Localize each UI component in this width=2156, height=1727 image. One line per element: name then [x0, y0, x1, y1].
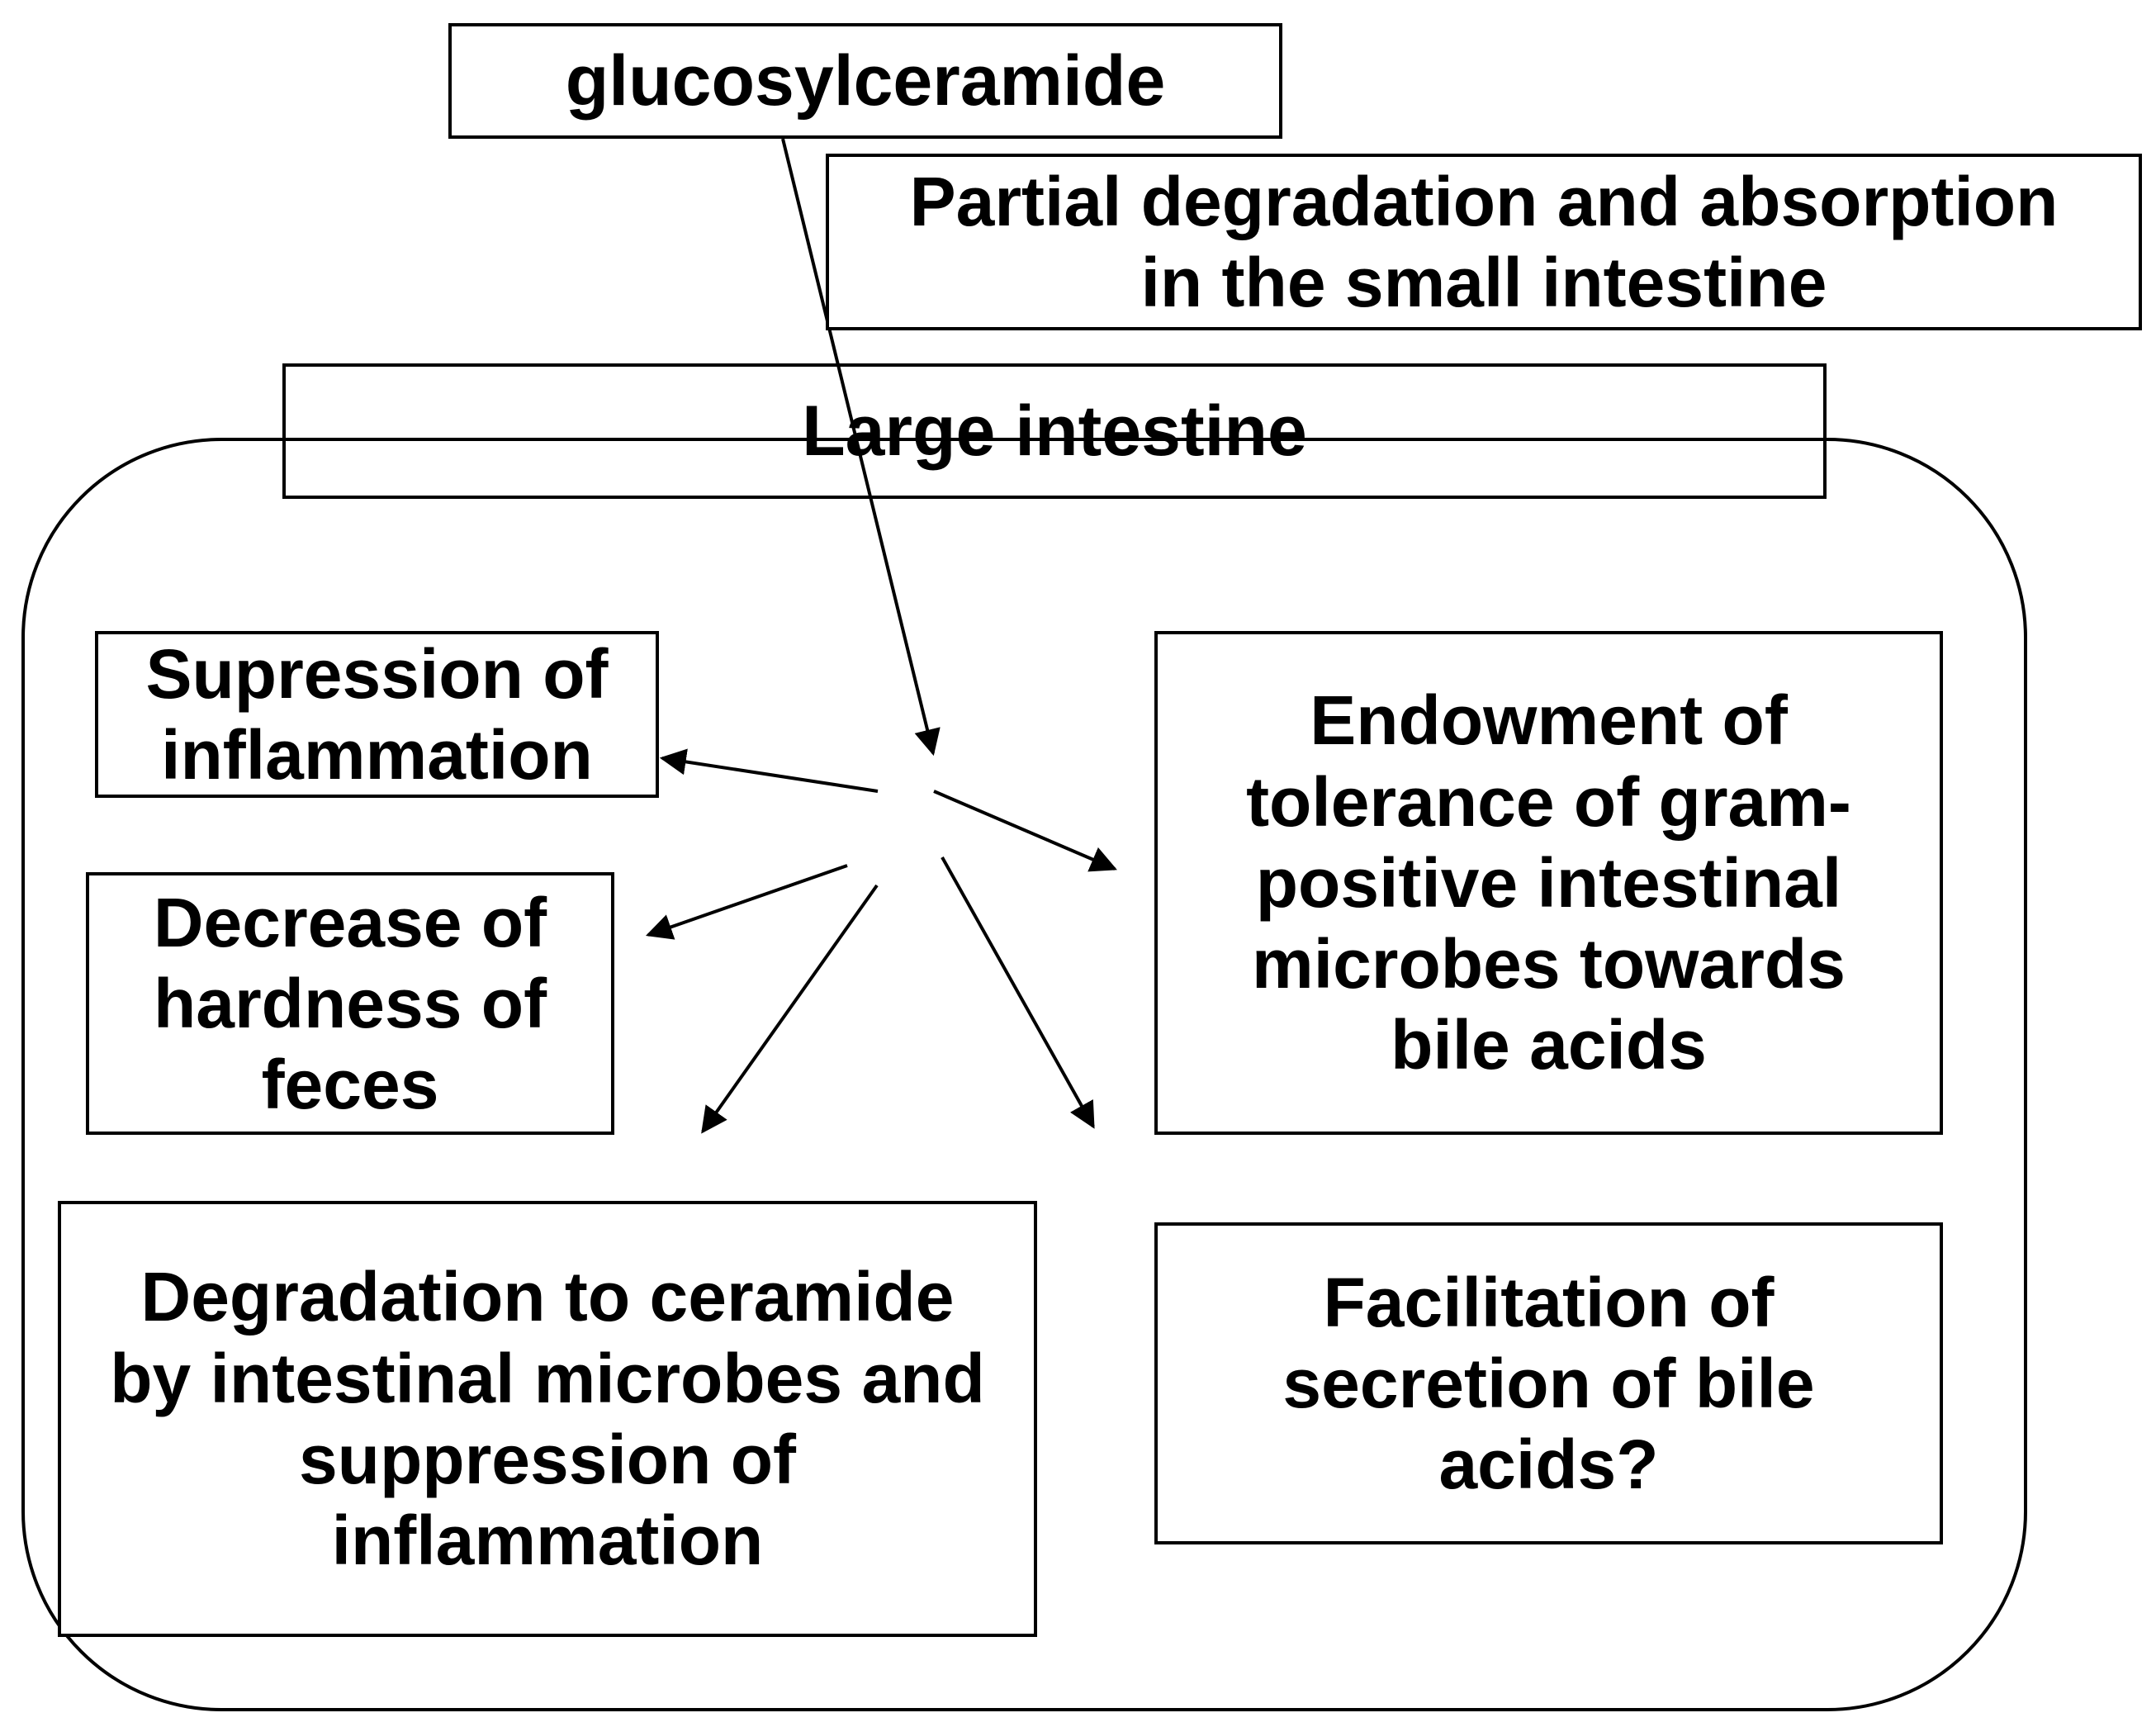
node-small-intestine-label: Partial degradation and absorption in th… — [909, 162, 2059, 321]
node-large-intestine: Large intestine — [282, 363, 1827, 499]
large-intestine-container — [21, 438, 2027, 1711]
node-degradation-to-ceramide: Degradation to ceramide by intestinal mi… — [58, 1201, 1037, 1637]
node-endowment-tolerance: Endowment of tolerance of gram- positive… — [1154, 631, 1943, 1135]
node-decrease-hardness: Decrease of hardness of feces — [86, 872, 614, 1135]
node-decrease-hardness-label: Decrease of hardness of feces — [153, 883, 547, 1124]
arrow-to-decrease-hardness — [645, 864, 848, 940]
node-suppression-label: Supression of inflammation — [145, 634, 609, 794]
node-facilitation-bile-acids: Facilitation of secretion of bile acids? — [1154, 1222, 1943, 1544]
node-endowment-label: Endowment of tolerance of gram- positive… — [1246, 681, 1851, 1084]
arrow-to-suppression — [659, 748, 879, 793]
node-large-intestine-label: Large intestine — [802, 391, 1307, 471]
node-degradation-label: Degradation to ceramide by intestinal mi… — [110, 1258, 985, 1580]
arrow-to-endowment — [933, 790, 1117, 872]
arrow-to-facilitation — [941, 856, 1095, 1129]
node-glucosylceramide: glucosylceramide — [448, 23, 1282, 139]
node-glucosylceramide-label: glucosylceramide — [565, 40, 1166, 121]
arrow-glucosylceramide-to-large-intestine — [781, 138, 941, 757]
node-small-intestine: Partial degradation and absorption in th… — [826, 154, 2142, 330]
node-facilitation-label: Facilitation of secretion of bile acids? — [1282, 1263, 1815, 1504]
node-suppression-of-inflammation: Supression of inflammation — [95, 631, 659, 798]
arrow-to-degradation — [701, 884, 879, 1134]
